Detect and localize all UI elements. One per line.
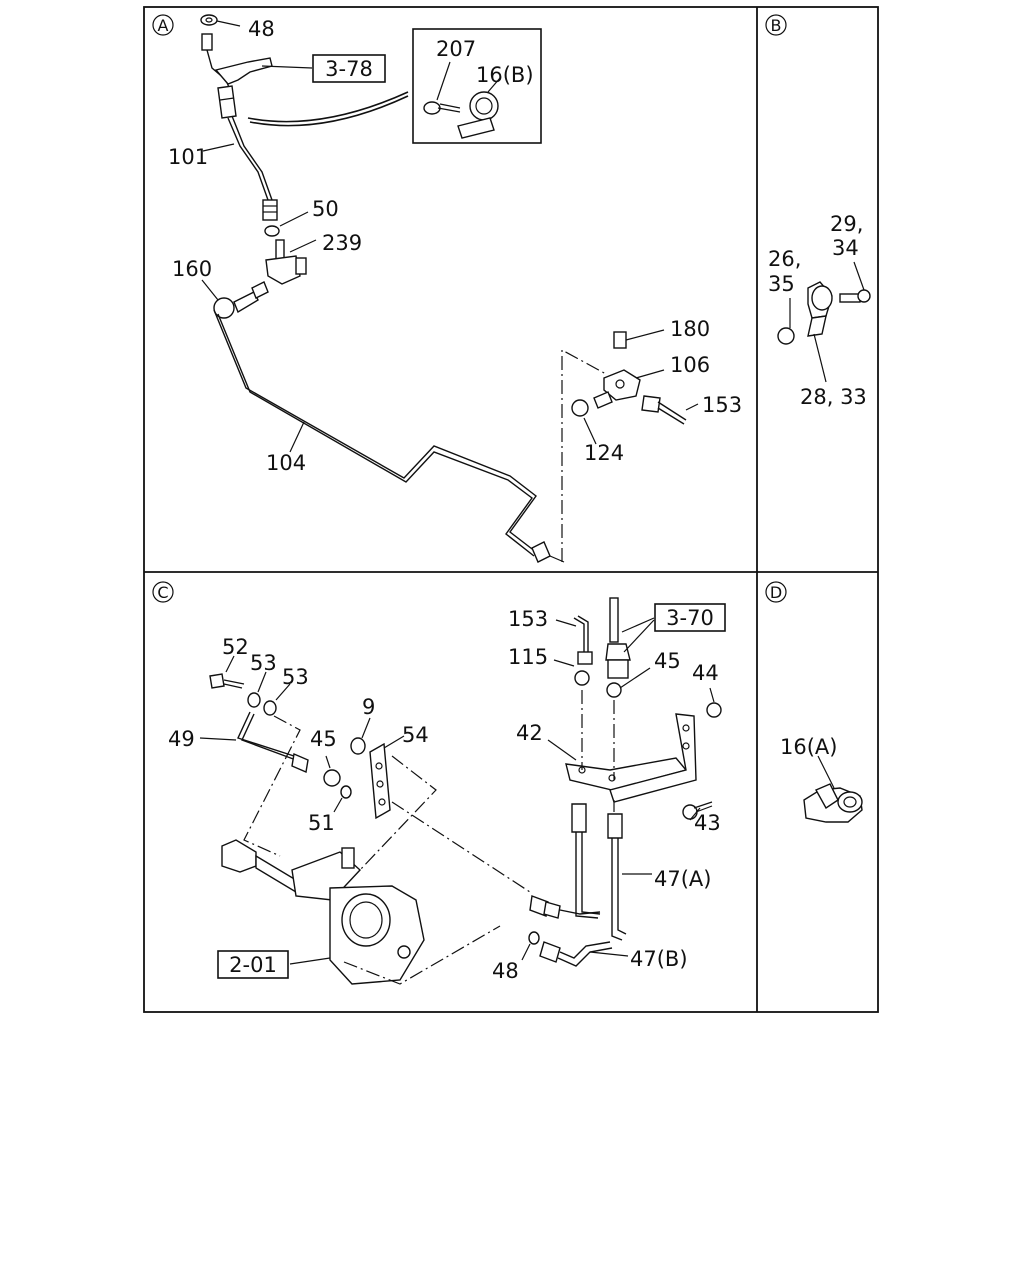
section-c-drawing <box>199 597 722 985</box>
section-b-drawing <box>777 261 871 383</box>
callout-16a: 16(A) <box>780 735 837 759</box>
ref-box-2-01: 2-01 <box>217 950 289 979</box>
callout-153-b: 153 <box>508 607 548 631</box>
ref-box-3-78: 3-78 <box>312 54 386 83</box>
callout-49: 49 <box>168 727 195 751</box>
callout-43: 43 <box>694 811 721 835</box>
callout-44: 44 <box>692 661 719 685</box>
callout-101: 101 <box>168 145 208 169</box>
svg-text:2-01: 2-01 <box>229 953 277 977</box>
callout-34: 34 <box>832 236 859 260</box>
callout-180: 180 <box>670 317 710 341</box>
callout-53-a: 53 <box>250 651 277 675</box>
callout-47a: 47(A) <box>654 867 711 891</box>
callout-48-b: 48 <box>492 959 519 983</box>
ref-box-3-70: 3-70 <box>654 603 726 632</box>
callout-45-a: 45 <box>310 727 337 751</box>
callout-106: 106 <box>670 353 710 377</box>
callout-104: 104 <box>266 451 306 475</box>
callout-52: 52 <box>222 635 249 659</box>
callout-42: 42 <box>516 721 543 745</box>
callout-9: 9 <box>362 695 375 719</box>
callout-26: 26, <box>768 247 801 271</box>
svg-text:C: C <box>157 583 168 602</box>
callout-124: 124 <box>584 441 624 465</box>
callout-45-b: 45 <box>654 649 681 673</box>
svg-text:D: D <box>770 583 782 602</box>
callout-53-b: 53 <box>282 665 309 689</box>
callout-54: 54 <box>402 723 429 747</box>
callout-239: 239 <box>322 231 362 255</box>
callout-47b: 47(B) <box>630 947 688 971</box>
svg-text:3-78: 3-78 <box>325 57 373 81</box>
callout-115: 115 <box>508 645 548 669</box>
callout-29: 29, <box>830 212 863 236</box>
callout-50: 50 <box>312 197 339 221</box>
svg-text:B: B <box>771 16 782 35</box>
section-d-drawing <box>803 755 863 823</box>
callout-207: 207 <box>436 37 476 61</box>
section-marker-d: D <box>765 581 787 603</box>
callout-153-a: 153 <box>702 393 742 417</box>
callout-35: 35 <box>768 272 795 296</box>
section-a-drawing <box>200 14 699 563</box>
callout-48-a: 48 <box>248 17 275 41</box>
svg-text:A: A <box>158 16 169 35</box>
svg-text:3-70: 3-70 <box>666 606 714 630</box>
diagram-frame <box>143 6 879 1013</box>
section-marker-a: A <box>152 14 174 36</box>
callout-160: 160 <box>172 257 212 281</box>
section-marker-c: C <box>152 581 174 603</box>
callout-28-33: 28, 33 <box>800 385 867 409</box>
callout-16b: 16(B) <box>476 63 534 87</box>
section-marker-b: B <box>765 14 787 36</box>
callout-51: 51 <box>308 811 335 835</box>
